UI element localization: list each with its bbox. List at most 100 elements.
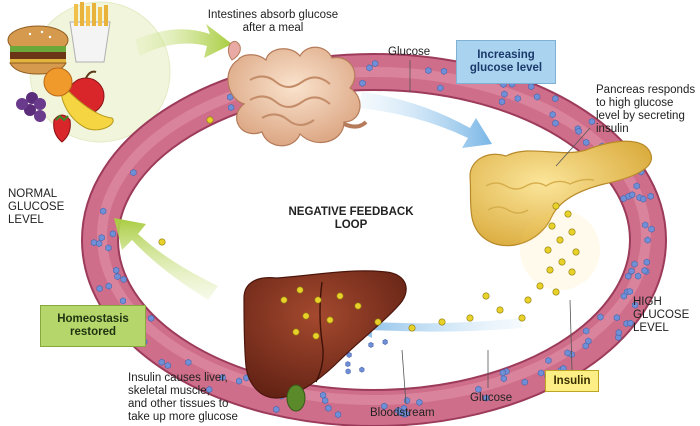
glucose-molecule (626, 287, 633, 296)
glucose-molecule (514, 94, 521, 103)
glucose-molecule (96, 240, 103, 248)
glucose-molecule (641, 267, 648, 275)
glucose-molecule (114, 273, 121, 281)
glucose-molecule (185, 358, 192, 366)
glucose-molecule (631, 301, 639, 309)
glucose-molecule (90, 239, 97, 247)
gallbladder (286, 384, 306, 412)
insulin-molecule (438, 318, 446, 326)
label-negative-feedback-loop: NEGATIVE FEEDBACK LOOP (288, 206, 414, 231)
glucose-molecule (500, 375, 507, 383)
insulin-molecule (302, 312, 310, 320)
insulin-molecule (326, 316, 334, 324)
glucose-molecule (552, 119, 559, 127)
label-pancreas: Pancreas responds to high glucose level … (596, 84, 696, 135)
glucose-molecule (647, 192, 654, 200)
glucose-molecule (120, 275, 127, 283)
glucose-molecule (164, 361, 171, 370)
increasing-glucose-level-box: Increasing glucose level (456, 40, 556, 84)
glucose-molecule (627, 319, 634, 327)
glucose-molecule (620, 195, 627, 203)
blue-arrow-to-liver (344, 312, 522, 338)
glucose-molecule (483, 394, 490, 402)
glucose-molecule (597, 313, 604, 321)
insulin-molecule (354, 302, 362, 310)
glucose-molecule (499, 369, 506, 377)
insulin-molecule (556, 236, 564, 244)
glucose-molecule (381, 402, 388, 410)
insulin-molecule (564, 210, 572, 218)
glucose-molecule (100, 207, 107, 215)
insulin-molecule (496, 306, 504, 314)
insulin-molecule (292, 328, 300, 336)
pointer-lines (401, 60, 591, 405)
glucose-molecule (633, 182, 640, 190)
glucose-molecule (640, 195, 647, 203)
glucose-molecule (440, 67, 448, 75)
pancreas-illustration (469, 140, 653, 290)
glucose-molecule (206, 386, 213, 394)
insulin-molecule (206, 116, 214, 124)
insulin-molecule (548, 222, 556, 230)
glucose-molecule (588, 118, 595, 126)
glucose-molecule (615, 329, 622, 337)
glucose-molecule (634, 272, 642, 280)
glucose-molecule (549, 111, 556, 119)
glucose-molecule (625, 272, 632, 280)
label-glucose-bottom: Glucose (470, 392, 513, 404)
glucose-molecule (501, 90, 508, 98)
glucose-molecule (109, 230, 116, 238)
blue-arrow-increasing (358, 92, 492, 148)
glucose-molecule (130, 169, 137, 177)
glucose-molecule (148, 314, 155, 322)
glucose-molecule (345, 368, 351, 375)
glucose-molecule (631, 260, 638, 268)
glucose-molecule (628, 267, 635, 275)
glucose-molecule (615, 333, 622, 341)
insulin-molecule (466, 314, 474, 322)
glucose-molecule (366, 64, 373, 72)
glucose-molecule (345, 361, 351, 368)
food-illustration (7, 2, 114, 143)
glucose-molecule (228, 103, 235, 112)
glucose-molecule (585, 337, 592, 345)
glucose-molecule (533, 93, 541, 101)
glucose-molecule (437, 84, 444, 92)
insulin-molecule (482, 292, 490, 300)
glucose-molecule (105, 282, 112, 290)
green-arrow-food-to-intestine (135, 24, 232, 58)
glucose-molecule (382, 339, 388, 345)
glucose-molecule (629, 191, 636, 199)
glucose-molecule (368, 341, 374, 348)
insulin-molecule (558, 258, 566, 266)
glucose-molecule (322, 397, 329, 405)
insulin-molecule (296, 286, 304, 294)
glucose-molecule (334, 411, 342, 419)
glucose-molecule (359, 366, 365, 373)
insulin-molecule (312, 332, 320, 340)
insulin-molecule (374, 318, 382, 326)
glucose-molecule (552, 95, 559, 103)
glucose-molecule (325, 404, 332, 412)
insulin-molecule (544, 246, 552, 254)
glucose-molecule (403, 397, 411, 405)
insulin-molecule (408, 324, 416, 332)
glucose-molecule (620, 292, 628, 300)
glucose-molecule (371, 59, 379, 68)
insulin-molecule (572, 248, 580, 256)
glucose-molecule (583, 138, 590, 146)
glucose-molecule (158, 358, 165, 366)
glucose-molecule (642, 221, 649, 229)
insulin-molecule (536, 282, 544, 290)
label-glucose-top: Glucose (388, 46, 431, 58)
glucose-molecule (528, 83, 535, 91)
insulin-molecule (524, 296, 532, 304)
label-normal-glucose-level: NORMAL GLUCOSE LEVEL (8, 188, 65, 226)
label-liver-action: Insulin causes liver, skeletal muscle, a… (128, 372, 238, 423)
glucose-molecule (96, 285, 103, 293)
glucose-molecule (644, 236, 651, 244)
glucose-molecule (643, 258, 650, 266)
glucose-molecule (105, 244, 112, 252)
insulin-molecule (314, 296, 322, 304)
glucose-molecule (498, 98, 506, 106)
